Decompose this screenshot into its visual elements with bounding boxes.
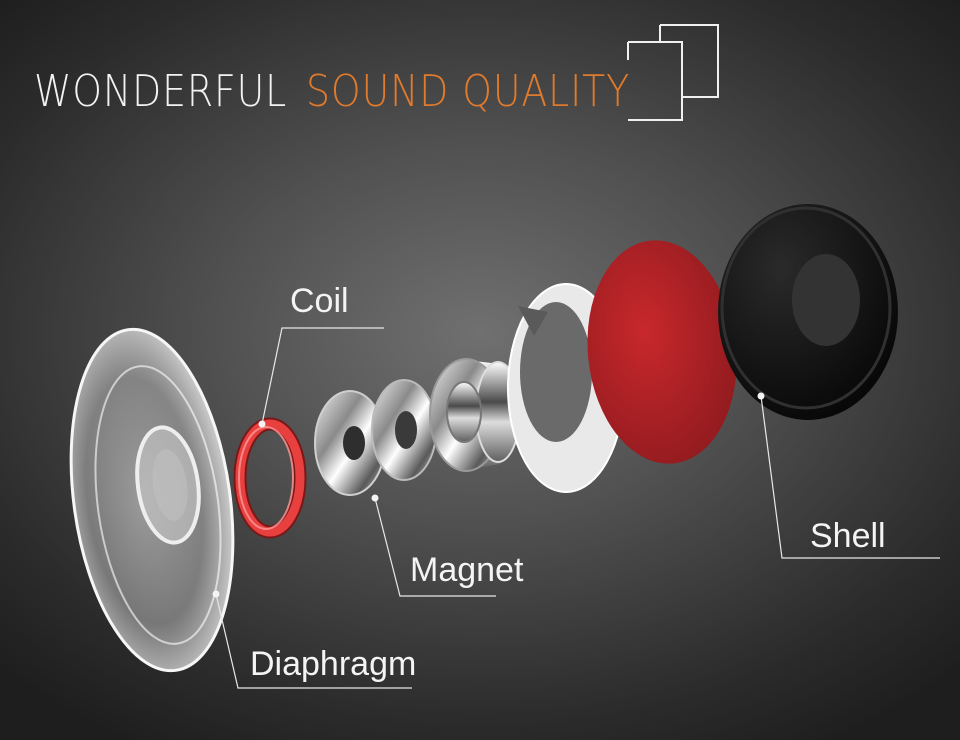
title-part-white: WONDERFUL [34,66,288,117]
title-frame-decoration [627,24,719,121]
callout-lines [215,327,940,689]
callout-dots [212,392,765,598]
diaphragm-label: Diaphragm [250,645,417,683]
diaphragm-part [69,327,235,673]
magnet-cup [429,358,521,472]
magnet-label: Magnet [410,551,524,589]
shell-part [718,204,898,420]
magnet-disk-2 [371,379,437,481]
red-pad-part [587,240,737,464]
page-title: WONDERFUL SOUND QUALITY [34,66,630,117]
coil-callout-line [261,327,384,425]
magnet-callout-line [374,497,496,597]
shell-callout-line [760,395,940,559]
shell-label: Shell [810,517,886,555]
coil-part [233,417,307,539]
diaphragm-callout-line [215,593,412,689]
coil-label: Coil [290,282,349,320]
magnet-disk-1 [314,390,386,496]
title-part-accent: SOUND QUALITY [306,66,631,117]
